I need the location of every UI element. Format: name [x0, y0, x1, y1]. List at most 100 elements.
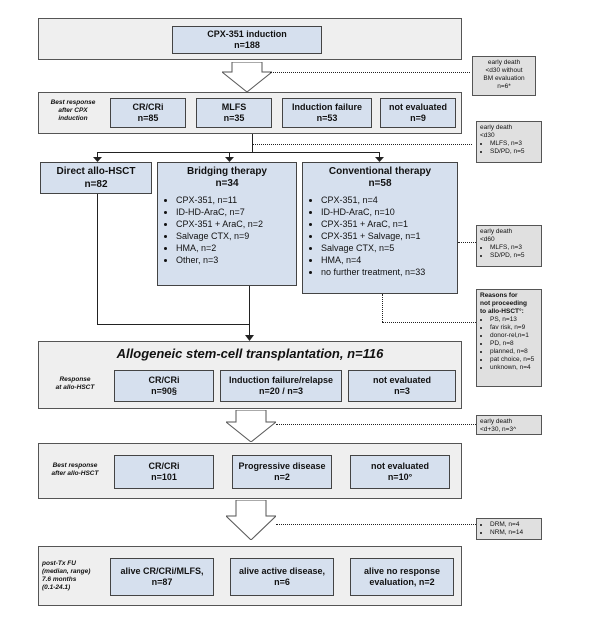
allo-box-cr: CR/CRi n=90§	[114, 370, 214, 402]
direct-title: Direct allo-HSCT	[56, 166, 136, 177]
box-title: CR/CRi	[148, 461, 180, 471]
early-death-line: early death	[480, 228, 513, 235]
dotted-connector	[458, 242, 476, 243]
conventional-box: Conventional therapy n=58 CPX-351, n=4 I…	[302, 162, 458, 294]
bridging-item: CPX-351 + AraC, n=2	[176, 218, 296, 230]
post-tx-label: post-Tx FU (median, range) 7.6 months (0…	[42, 560, 104, 592]
early-death-item: MLFS, n=3	[490, 244, 538, 252]
reasons-box: Reasons for not proceeding to allo-HSCT°…	[476, 289, 542, 387]
response-box-induction-failure: Induction failure n=53	[282, 98, 372, 128]
allo-title: Allogeneic stem-cell transplantation, n=…	[116, 346, 384, 361]
connector	[229, 152, 230, 160]
reasons-title: Reasons for	[480, 292, 518, 299]
label-line: (0.1-24.1)	[42, 584, 71, 591]
early-death-box-2: early death <d30 MLFS, n=3 SD/PD, n=5	[476, 121, 542, 163]
box-n: n=20 / n=3	[258, 386, 304, 396]
after-allo-box-pd: Progressive disease n=2	[232, 455, 332, 489]
flow-arrow-2	[226, 410, 276, 442]
early-death-line: <d60	[480, 236, 495, 243]
response-box-cr: CR/CRi n=85	[110, 98, 186, 128]
conventional-title: Conventional therapy	[328, 166, 432, 177]
arrowhead-allo	[245, 335, 254, 341]
connector	[97, 194, 98, 324]
best-response-allo-label: Best response after allo-HSCT	[42, 462, 108, 478]
box-title: MLFS	[221, 102, 247, 112]
flow-arrow-3	[226, 500, 276, 540]
after-allo-box-cr: CR/CRi n=101	[114, 455, 214, 489]
response-box-mlfs: MLFS n=35	[196, 98, 272, 128]
drm-item: DRM, n=4	[490, 521, 538, 529]
label-line: (median, range)	[42, 568, 91, 575]
early-death-line: <d30	[480, 132, 495, 139]
early-death-box-4: early death <d+30, n=3^	[476, 415, 542, 435]
label-line: after allo-HSCT	[51, 470, 99, 477]
label-line: after CPX	[58, 107, 88, 114]
reasons-item: pat choice, n=5	[490, 356, 538, 364]
bridging-box: Bridging therapy n=34 CPX-351, n=11 ID-H…	[157, 162, 297, 286]
box-title: CR/CRi	[148, 375, 180, 385]
box-title: Progressive disease	[238, 461, 326, 471]
bridging-item: Other, n=3	[176, 254, 296, 266]
dotted-connector	[252, 144, 472, 145]
early-death-line: BM evaluation	[483, 75, 525, 82]
best-response-cpx-label: Best response after CPX induction	[42, 99, 104, 123]
box-title: not evaluated	[372, 375, 431, 385]
reasons-item: planned, n=8	[490, 348, 538, 356]
arrowhead-bridging	[225, 157, 234, 162]
early-death-item: MLFS, n=3	[490, 140, 538, 148]
conventional-n: n=58	[368, 178, 392, 189]
direct-n: n=82	[84, 179, 108, 190]
early-death-line: early death	[480, 418, 513, 425]
connector	[97, 324, 249, 325]
conventional-item: HMA, n=4	[321, 254, 457, 266]
label-line: post-Tx FU	[42, 560, 76, 567]
bridging-item: ID-HD-AraC, n=7	[176, 206, 296, 218]
reasons-item: donor-rel,n=1	[490, 332, 538, 340]
box-title: alive CR/CRi/MLFS,	[120, 566, 204, 576]
box-n: n=3	[394, 386, 410, 396]
arrowhead-direct	[93, 157, 102, 162]
box-n: n=53	[316, 113, 338, 123]
box-n: evaluation, n=2	[369, 577, 435, 587]
conventional-item: CPX-351, n=4	[321, 194, 457, 206]
label-line: at allo-HSCT	[55, 384, 95, 391]
early-death-line: early death	[487, 59, 521, 66]
reasons-title: not proceeding	[480, 300, 527, 307]
early-death-item: SD/PD, n=5	[490, 148, 538, 156]
allo-box-failure: Induction failure/relapse n=20 / n=3	[220, 370, 342, 402]
box-n: n=87	[151, 577, 173, 587]
bridging-n: n=34	[215, 178, 239, 189]
connector	[249, 324, 250, 338]
connector	[97, 152, 379, 153]
box-n: n=2	[274, 472, 290, 482]
reasons-item: PD, n=8	[490, 340, 538, 348]
box-n: n=9	[410, 113, 426, 123]
dotted-connector	[382, 294, 383, 322]
early-death-item: SD/PD, n=5	[490, 252, 538, 260]
conventional-item: CPX-351 + Salvage, n=1	[321, 230, 457, 242]
box-title: not evaluated	[388, 102, 447, 112]
connector	[252, 134, 253, 152]
box-title: not evaluated	[370, 461, 429, 471]
direct-allo-box: Direct allo-HSCT n=82	[40, 162, 152, 194]
dotted-connector	[382, 322, 476, 323]
early-death-line: early death	[480, 124, 513, 131]
induction-title: CPX-351 induction	[207, 29, 287, 39]
box-title: alive active disease,	[238, 566, 326, 576]
dotted-connector	[276, 524, 476, 525]
box-n: n=101	[151, 472, 177, 482]
early-death-box-3: early death <d60 MLFS, n=3 SD/PD, n=5	[476, 225, 542, 267]
reasons-item: PS, n=13	[490, 316, 538, 324]
connector	[249, 286, 250, 324]
drm-item: NRM, n=14	[490, 529, 538, 537]
arrowhead-conventional	[375, 157, 384, 162]
allo-box-not-evaluated: not evaluated n=3	[348, 370, 456, 402]
flow-arrow-1	[222, 62, 272, 92]
drm-box: DRM, n=4 NRM, n=14	[476, 518, 542, 540]
early-death-line: <d30 without	[485, 67, 523, 74]
box-n: n=10°	[387, 472, 413, 482]
response-box-not-evaluated: not evaluated n=9	[380, 98, 456, 128]
label-line: 7.6 months	[42, 576, 77, 583]
conventional-item: CPX-351 + AraC, n=1	[321, 218, 457, 230]
box-title: Induction failure/relapse	[228, 375, 334, 385]
